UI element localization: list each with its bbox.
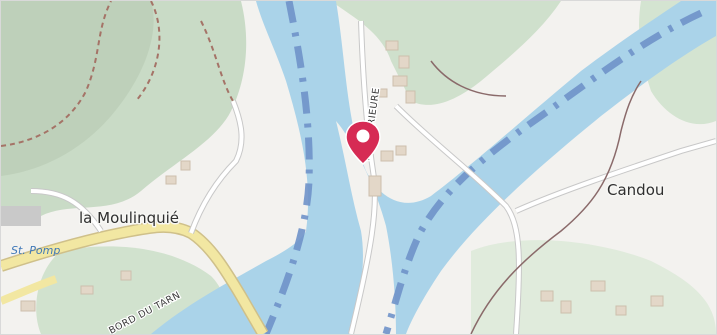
waterway-channel-west <box>262 1 313 334</box>
forest-area-north <box>331 1 561 105</box>
waterway-channel-east <box>382 9 703 334</box>
water-label-st-pomp: St. Pomp <box>11 244 60 257</box>
road-major-west-fill <box>1 222 267 334</box>
forest-area-southwest <box>36 246 225 334</box>
tracks <box>430 60 642 334</box>
industrial-area <box>1 206 41 226</box>
buildings <box>20 40 664 316</box>
place-label-candou: Candou <box>607 181 664 199</box>
footpaths <box>1 1 234 147</box>
forest-area-west-dark <box>1 1 154 176</box>
minor-roads <box>30 20 716 334</box>
road-major-southwest <box>1 275 58 305</box>
place-label-la-moulinquie: la Moulinquié <box>79 209 179 227</box>
river-island <box>336 121 396 334</box>
map-pin-icon[interactable] <box>345 120 381 166</box>
